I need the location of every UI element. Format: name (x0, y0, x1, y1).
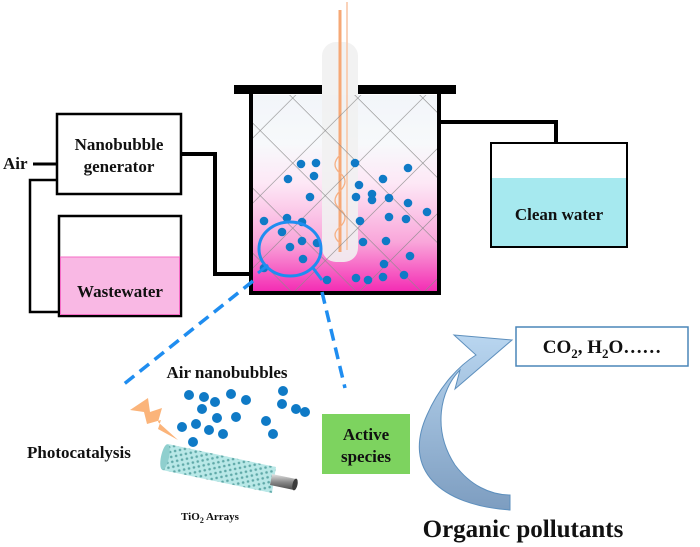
nanobubble (305, 192, 315, 202)
active-species-line1: Active (343, 425, 390, 444)
reactor-lid-right (358, 85, 456, 94)
nanobubble (401, 214, 411, 224)
nanobubble (300, 407, 310, 417)
nanobubble (218, 429, 228, 439)
nanobubble (204, 425, 214, 435)
nanobubble (226, 389, 236, 399)
zoom-bubbles (177, 386, 310, 447)
nanobubble (177, 422, 187, 432)
zoom-line-right (320, 291, 347, 389)
nanobubble (381, 236, 391, 246)
nanobubble (351, 192, 361, 202)
zoom-line-left (122, 279, 255, 386)
organic-pollutants-label: Organic pollutants (423, 516, 624, 543)
nanobubble (191, 419, 201, 429)
clean-water-label: Clean water (515, 205, 604, 224)
generator-label-line2: generator (84, 157, 155, 176)
clean-water-tank: Clean water (490, 142, 628, 248)
nanobubble (199, 392, 209, 402)
transformation-arrow (418, 334, 514, 511)
nanobubble (350, 158, 360, 168)
photocatalysis-label: Photocatalysis (27, 443, 131, 462)
reactor-to-clean-water-pipe (440, 120, 558, 143)
products-label: CO2, H2O…… (543, 337, 662, 361)
nanobubble (311, 158, 321, 168)
recirculation-pipe (28, 178, 58, 314)
products-box: CO2, H2O…… (515, 326, 689, 367)
nanobubble (309, 171, 319, 181)
nanobubble (355, 216, 365, 226)
nanobubble (378, 272, 388, 282)
nanobubble (282, 213, 292, 223)
nanobubble (297, 236, 307, 246)
tio2-arrays-label: TiO2 Arrays (181, 511, 240, 525)
nanobubble (278, 386, 288, 396)
magnifier-ring (257, 220, 323, 278)
nanobubble (277, 399, 287, 409)
nanobubble (298, 254, 308, 264)
air-nanobubbles-label: Air nanobubbles (166, 363, 287, 382)
nanobubble (363, 275, 373, 285)
nanobubble (261, 416, 271, 426)
reactor-lid-left (234, 85, 322, 94)
nanobubble (285, 242, 295, 252)
nanobubble (296, 159, 306, 169)
nanobubble (367, 189, 377, 199)
nanobubble (212, 413, 222, 423)
nanobubble (367, 195, 377, 205)
nanobubble (384, 193, 394, 203)
nanobubble (197, 404, 207, 414)
nanobubble (210, 397, 220, 407)
nanobubble (351, 273, 361, 283)
nanobubble (405, 251, 415, 261)
nanobubble (358, 237, 368, 247)
active-species-box: Active species (322, 414, 410, 474)
nanobubble (384, 212, 394, 222)
nanobubble (277, 227, 287, 237)
nanobubble (399, 270, 409, 280)
nanobubble (283, 174, 293, 184)
generator-label-line1: Nanobubble (75, 135, 164, 154)
tube-cap (270, 474, 296, 490)
lightning-icon (130, 398, 178, 440)
nanobubble (403, 163, 413, 173)
nanobubble (291, 404, 301, 414)
nanobubble (422, 207, 432, 217)
nanobubble (259, 216, 269, 226)
nanobubble (188, 437, 198, 447)
nanobubble (379, 259, 389, 269)
nanobubble (241, 395, 251, 405)
magnifier-tick-right (311, 267, 324, 281)
nanobubble (231, 412, 241, 422)
nanobubble (322, 275, 332, 285)
nanobubble-generator: Nanobubble generator (55, 112, 183, 196)
nanobubble (354, 180, 364, 190)
nanobubble (184, 390, 194, 400)
tio2-arrays-tube (160, 444, 298, 493)
wastewater-label: Wastewater (77, 282, 163, 301)
nanobubble (268, 429, 278, 439)
nanobubble (378, 174, 388, 184)
nanobubble (403, 198, 413, 208)
photoreactor (234, 2, 456, 295)
active-species-line2: species (341, 447, 391, 466)
wastewater-tank: Wastewater (57, 214, 183, 318)
air-label: Air (3, 154, 28, 173)
generator-to-reactor-pipe (181, 152, 250, 276)
magnifier-tick-left (257, 263, 269, 275)
